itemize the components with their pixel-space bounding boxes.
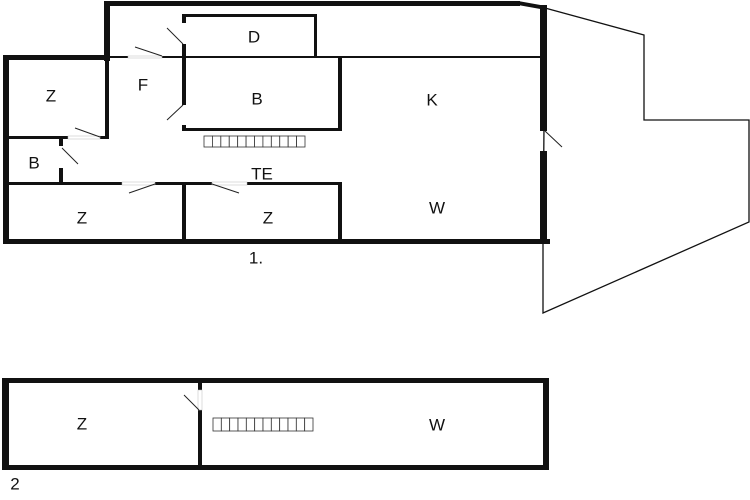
stair-tread (212, 135, 222, 148)
staircase-floor-1 (203, 135, 306, 148)
stair-tread (228, 135, 239, 148)
stair-tread (254, 135, 264, 148)
stair-tread (262, 417, 272, 432)
room-label-f: F (138, 75, 148, 94)
room-label-te: TE (251, 164, 273, 183)
stair-tread (279, 417, 289, 432)
floor-1-walls (3, 1, 550, 244)
floor-label-1: 1. (249, 248, 263, 267)
stair-tread (237, 135, 247, 148)
room-label-w: W (429, 198, 445, 217)
stair-tread (220, 135, 230, 148)
room-label-k: K (426, 90, 438, 109)
stair-tread (245, 135, 255, 148)
room-label-d: D (248, 27, 260, 46)
floor-1-labels: D Z F B K B TE Z Z W 1. (28, 27, 445, 267)
stair-tread (245, 417, 256, 432)
staircase-floor-2 (212, 417, 314, 432)
balcony-outline (542, 7, 750, 314)
stair-tread (295, 417, 306, 432)
stair-tread (254, 417, 264, 432)
floor-1-doors (61, 27, 563, 194)
floor-2-walls (2, 378, 549, 470)
room-label-b: B (251, 89, 262, 108)
room-label-z: Z (46, 86, 56, 105)
stair-tread (287, 135, 297, 148)
room-label-z-bottom-mid: Z (263, 208, 273, 227)
stair-tread (203, 135, 213, 148)
stair-tread (270, 417, 281, 432)
stair-tread (237, 417, 247, 432)
room-label-z-bottom-left: Z (77, 208, 87, 227)
stair-tread (220, 417, 231, 432)
room-label-z-floor2: Z (77, 414, 87, 433)
stair-tread (262, 135, 272, 148)
room-label-b-small: B (28, 153, 39, 172)
stair-tread (212, 417, 222, 432)
room-label-w-floor2: W (429, 415, 445, 434)
stair-tread (270, 135, 281, 148)
stair-tread (229, 417, 239, 432)
floor-label-2: 2 (10, 474, 19, 493)
floor-2-labels: Z W 2 (10, 414, 445, 493)
stair-tread (287, 417, 297, 432)
stair-tread (296, 135, 306, 148)
stair-tread (304, 417, 314, 432)
stair-tread (279, 135, 289, 148)
